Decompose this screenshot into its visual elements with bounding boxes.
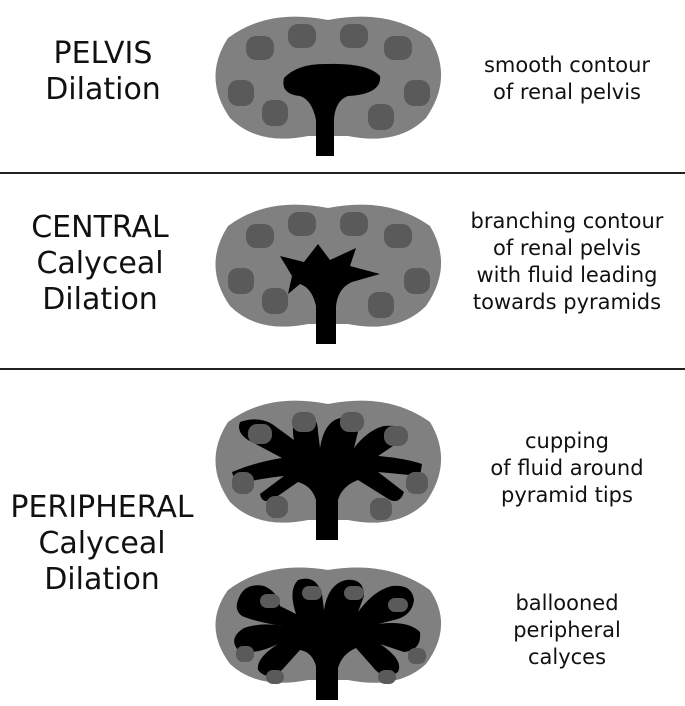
kidney-peripheral-ballooned — [215, 567, 442, 700]
peripheral-title-line3: Dilation — [44, 562, 160, 597]
divider-1 — [0, 172, 685, 174]
section-peripheral-title: PERIPHERAL Calyceal Dilation — [2, 490, 202, 598]
kidney-central-calyceal — [215, 204, 442, 344]
cupping-note-3: pyramid tips — [501, 482, 633, 507]
central-title-line1: CENTRAL — [31, 210, 169, 245]
section-pelvis-notes: smooth contour of renal pelvis — [452, 52, 682, 106]
ballooned-note-3: calyces — [527, 644, 607, 669]
pelvis-title-line1: PELVIS — [53, 36, 153, 71]
kidney-peripheral-cupping — [215, 400, 442, 540]
cupping-note-1: cupping — [525, 429, 609, 453]
section-peripheral-notes-a: cupping of fluid around pyramid tips — [452, 428, 682, 509]
central-note-4: towards pyramids — [472, 289, 662, 314]
section-central-title: CENTRAL Calyceal Dilation — [10, 210, 190, 318]
divider-2 — [0, 368, 685, 370]
cupping-note-2: of fluid around — [490, 455, 644, 480]
central-title-line3: Dilation — [42, 282, 158, 317]
peripheral-title-line2: Calyceal — [38, 526, 166, 561]
central-note-3: with fluid leading — [476, 262, 658, 287]
section-peripheral-notes-b: ballooned peripheral calyces — [452, 590, 682, 671]
pelvis-note-1: smooth contour — [483, 53, 651, 77]
ballooned-note-2: peripheral — [513, 617, 621, 642]
peripheral-title-line1: PERIPHERAL — [10, 490, 194, 525]
central-note-2: of renal pelvis — [493, 235, 641, 260]
section-pelvis-title: PELVIS Dilation — [18, 36, 188, 108]
section-central-notes: branching contour of renal pelvis with f… — [452, 208, 682, 316]
pelvis-title-line2: Dilation — [45, 72, 161, 107]
pelvis-note-2: of renal pelvis — [493, 79, 641, 104]
central-note-1: branching contour — [470, 209, 664, 233]
kidney-pelvis-dilation — [215, 16, 442, 156]
central-title-line2: Calyceal — [36, 246, 164, 281]
ballooned-note-1: ballooned — [515, 591, 619, 615]
